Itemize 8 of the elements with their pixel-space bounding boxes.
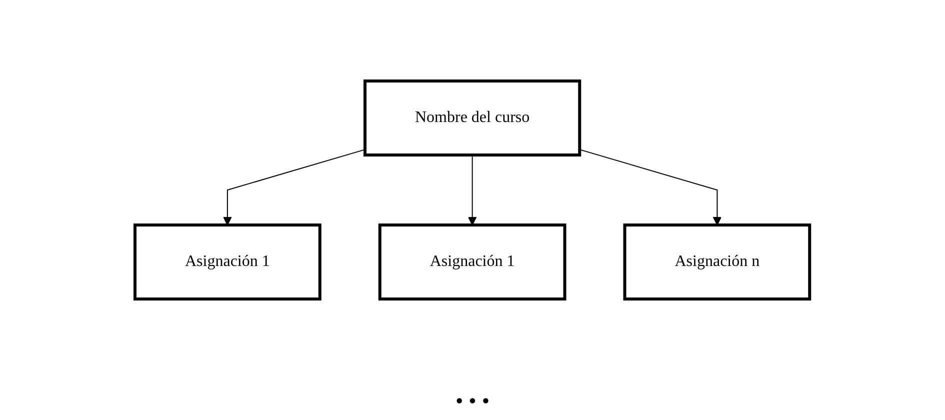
ellipsis-dots: • • •: [455, 388, 490, 413]
arrow: [468, 154, 477, 226]
arrow: [223, 149, 366, 226]
node-box: Asignación 1: [134, 224, 322, 300]
node-box: Asignación n: [623, 224, 812, 300]
arrow: [579, 149, 722, 226]
node-box: Nombre del curso: [364, 80, 582, 156]
node-box: Asignación 1: [378, 224, 566, 300]
